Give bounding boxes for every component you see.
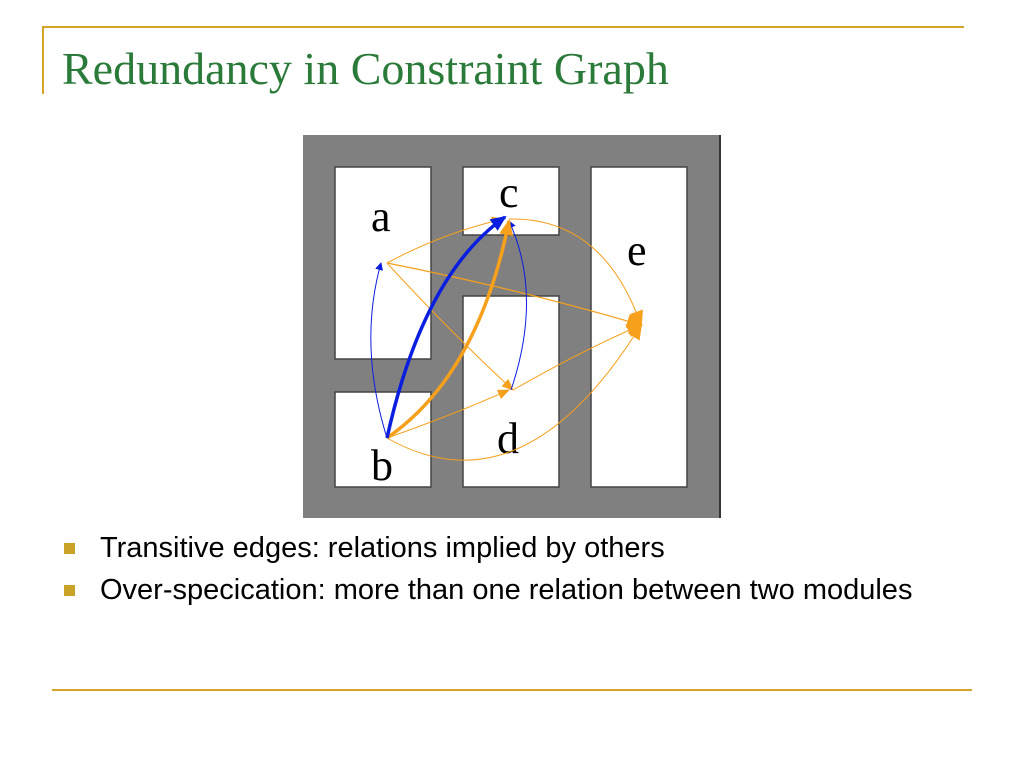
square-bullet-icon [64,585,75,596]
edge-d-to-e [512,324,643,391]
module-d [462,295,560,488]
edge-a-to-e [386,262,643,328]
bullet-item: Transitive edges: relations implied by o… [62,530,962,566]
accent-bottom-line [52,689,972,691]
edge-b-to-c-blue [385,215,507,439]
node-label-c: c [499,168,519,217]
edge-b-to-d [386,389,510,439]
constraint-graph-diagram: a c e d b [303,135,721,518]
edge-d-to-c [508,220,527,391]
bullet-list: Transitive edges: relations implied by o… [62,530,962,614]
bullet-text: Transitive edges: relations implied by o… [100,532,665,564]
node-label-b: b [371,441,393,490]
edge-b-to-c-orange [386,219,514,440]
module-a [334,166,432,360]
slide-title: Redundancy in Constraint Graph [62,43,669,94]
accent-vertical-line [42,26,44,94]
edge-a-to-d [386,262,514,391]
node-label-e: e [627,226,647,275]
node-label-a: a [371,192,391,241]
edge-c-to-e [508,218,643,327]
square-bullet-icon [64,543,75,554]
edge-b-to-a [370,262,388,439]
bullet-item: Over-specication: more than one relation… [62,572,962,608]
module-e [590,166,688,488]
edge-b-to-e [386,323,643,461]
bullet-text: Over-specication: more than one relation… [100,574,913,606]
node-label-d: d [497,414,519,463]
accent-top-line [42,26,964,28]
module-b [334,391,432,488]
